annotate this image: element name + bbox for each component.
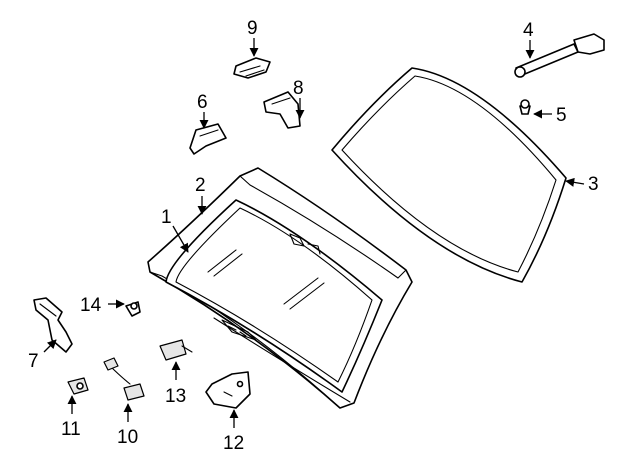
part-8-hinge	[263, 91, 301, 129]
callout-labels: 1 2 3 4 5 6 7 8 9 10 11 12 13 14	[28, 18, 599, 454]
callout-14: 14	[80, 295, 102, 316]
callout-7: 7	[28, 351, 39, 372]
part-12-latch	[205, 371, 251, 409]
callout-5: 5	[556, 105, 567, 126]
callout-2: 2	[195, 175, 206, 196]
callout-3: 3	[588, 174, 599, 195]
part-14-clip	[125, 301, 141, 317]
callout-4: 4	[523, 20, 534, 41]
callout-10: 10	[117, 427, 138, 448]
callout-6: 6	[197, 92, 208, 113]
part-3-glass-seal	[331, 67, 567, 283]
leader-lines	[43, 38, 585, 428]
callout-1: 1	[161, 207, 172, 228]
part-7-latch-bracket	[33, 297, 73, 353]
callout-8: 8	[293, 78, 304, 99]
part-2-liftgate	[147, 167, 413, 409]
callout-9: 9	[247, 18, 258, 39]
part-6-bracket	[189, 123, 227, 155]
part-4-lift-support	[514, 33, 605, 78]
callout-11: 11	[61, 419, 81, 440]
callout-13: 13	[165, 386, 186, 407]
part-13-actuator	[159, 339, 193, 361]
callout-12: 12	[223, 433, 244, 454]
part-9-hinge	[233, 57, 271, 79]
part-11-lock	[67, 377, 89, 395]
part-10-switch	[103, 357, 145, 401]
part-5-bolt	[519, 99, 531, 115]
